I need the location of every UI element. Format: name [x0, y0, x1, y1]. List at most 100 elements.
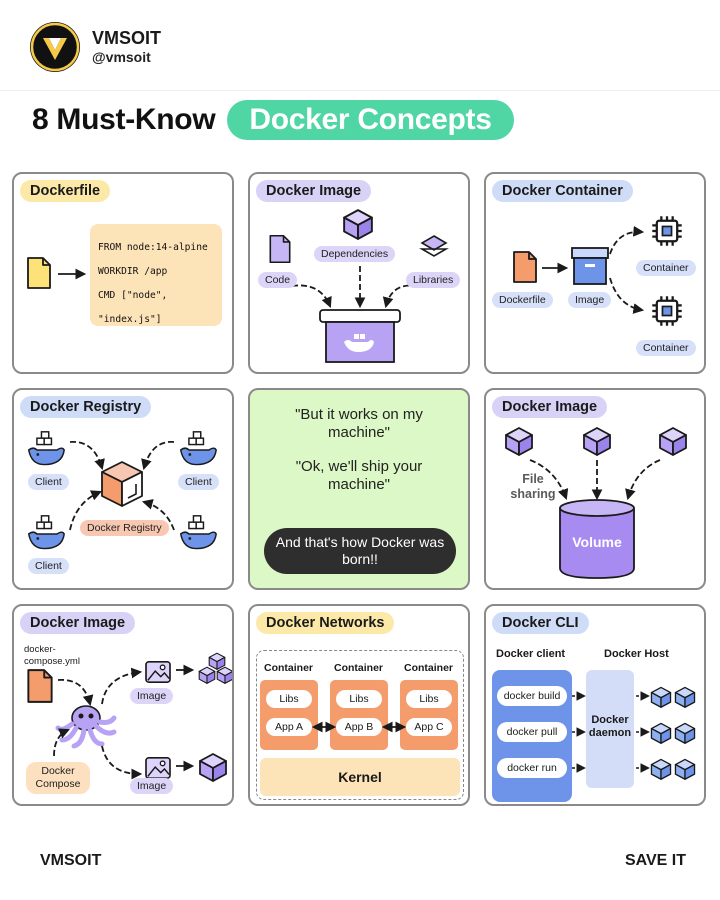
network-arrows	[311, 721, 407, 733]
header: VMSOIT @vmsoit	[30, 22, 161, 72]
image-picture-icon	[145, 757, 171, 779]
compose-file-label: docker-compose.yml	[24, 644, 80, 667]
code-line: WORKDIR /app	[98, 266, 168, 277]
cube-icon	[674, 722, 696, 744]
v-logo-icon	[30, 22, 80, 72]
save-it-link[interactable]: SAVE IT	[624, 852, 686, 869]
registry-art	[27, 431, 217, 550]
octopus-icon	[55, 705, 117, 749]
dockerfile-code: FROM node:14-alpine WORKDIR /app CMD ["n…	[90, 224, 222, 326]
dockerfile-art	[27, 257, 87, 289]
file-sharing-label: File sharing	[510, 472, 556, 501]
dependencies-label: Dependencies	[314, 246, 396, 262]
image-label: Image	[130, 688, 174, 704]
cube-icon	[650, 758, 672, 780]
dockerfile-label: Dockerfile	[492, 292, 553, 308]
layers-icon	[419, 235, 449, 257]
whale-icon	[27, 515, 65, 550]
card-title: Docker Image	[256, 180, 372, 202]
brand-logo	[30, 22, 80, 72]
container-header: Container	[334, 662, 384, 674]
container-column: Libs App B	[330, 680, 388, 750]
libs-pill: Libs	[266, 690, 312, 708]
host-header: Docker Host	[604, 648, 669, 660]
card-title: Docker Registry	[20, 396, 152, 418]
code-line: CMD ["node", "index.js"]	[98, 290, 168, 325]
title-highlight: Docker Concepts	[227, 100, 514, 140]
cube-icon	[659, 427, 687, 456]
app-pill: App A	[266, 718, 312, 736]
cube-icon	[208, 652, 226, 670]
image-picture-icon	[145, 661, 171, 683]
footer-brand: VMSOIT	[40, 852, 102, 869]
libs-pill: Libs	[336, 690, 382, 708]
docker-client-panel: docker build docker pull docker run	[492, 670, 572, 802]
compose-label: Docker Compose	[26, 762, 90, 794]
chip-icon	[651, 215, 683, 247]
container-column: Libs App A	[260, 680, 318, 750]
docker-daemon: Docker daemon	[586, 670, 634, 788]
cube-icon	[505, 427, 533, 456]
app-pill: App C	[406, 718, 452, 736]
client-label: Client	[28, 558, 69, 574]
image-box-icon	[571, 247, 609, 285]
registry-label: Docker Registry	[80, 520, 169, 536]
container-header: Container	[264, 662, 314, 674]
whale-icon	[27, 431, 65, 466]
volume-art	[505, 427, 687, 579]
card-title: Docker CLI	[492, 612, 589, 634]
cube-icon	[583, 427, 611, 456]
libraries-label: Libraries	[406, 272, 461, 288]
network-boundary	[256, 650, 464, 800]
container-label: Container	[636, 340, 696, 356]
container-header: Container	[404, 662, 454, 674]
cli-command: docker pull	[497, 722, 567, 742]
image-label: Image	[130, 778, 174, 794]
cli-art	[572, 686, 696, 780]
card-docker-registry: Docker Registry Client Client Client Doc…	[12, 388, 234, 590]
cube-icon	[650, 686, 672, 708]
kernel-block: Kernel	[260, 758, 460, 796]
container-column: Libs App C	[400, 680, 458, 750]
cli-command: docker build	[497, 686, 567, 706]
dependency-cube-icon	[343, 209, 373, 240]
card-docker-container: Docker Container Dockerfile Image Contai…	[484, 172, 706, 374]
compose-file-icon	[27, 669, 53, 703]
image-label: Image	[568, 292, 612, 308]
card-docker-cli: Docker CLI Docker client Docker Host doc…	[484, 604, 706, 806]
brand-handle: @vmsoit	[92, 49, 151, 65]
card-title: Docker Container	[492, 180, 633, 202]
cube-icon	[216, 666, 232, 684]
libs-pill: Libs	[406, 690, 452, 708]
card-quote: "But it works on my machine" "Ok, we'll …	[248, 388, 470, 590]
file-icon	[27, 257, 51, 289]
container-art	[513, 215, 683, 327]
dockerfile-icon	[513, 251, 537, 283]
cube-icon	[674, 758, 696, 780]
whale-icon	[180, 515, 217, 550]
code-label: Code	[258, 272, 298, 288]
cube-icon	[199, 753, 227, 782]
card-title: Docker Image	[20, 612, 136, 634]
registry-box-icon	[101, 461, 143, 507]
code-file-icon	[269, 234, 291, 264]
volume-label: Volume	[572, 534, 622, 550]
cli-command: docker run	[497, 758, 567, 778]
card-title: Docker Networks	[256, 612, 395, 634]
page-title: 8 Must-Know Docker Concepts	[32, 96, 514, 144]
client-label: Client	[178, 474, 219, 490]
quote-line: "But it works on my machine"	[295, 406, 423, 441]
code-line: FROM node:14-alpine	[98, 242, 208, 253]
cube-icon	[674, 686, 696, 708]
cube-icon	[650, 722, 672, 744]
title-plain: 8 Must-Know	[32, 103, 216, 136]
card-docker-image-build: Docker Image Code Dependencies Libraries	[248, 172, 470, 374]
card-docker-volume: Docker Image File sharing Volume	[484, 388, 706, 590]
card-title: Dockerfile	[20, 180, 111, 202]
card-dockerfile: Dockerfile FROM node:14-alpine WORKDIR /…	[12, 172, 234, 374]
client-header: Docker client	[496, 648, 566, 660]
volume-cylinder-icon	[559, 499, 635, 579]
concept-grid: Dockerfile FROM node:14-alpine WORKDIR /…	[12, 172, 706, 808]
client-label: Client	[28, 474, 69, 490]
app-pill: App B	[336, 718, 382, 736]
